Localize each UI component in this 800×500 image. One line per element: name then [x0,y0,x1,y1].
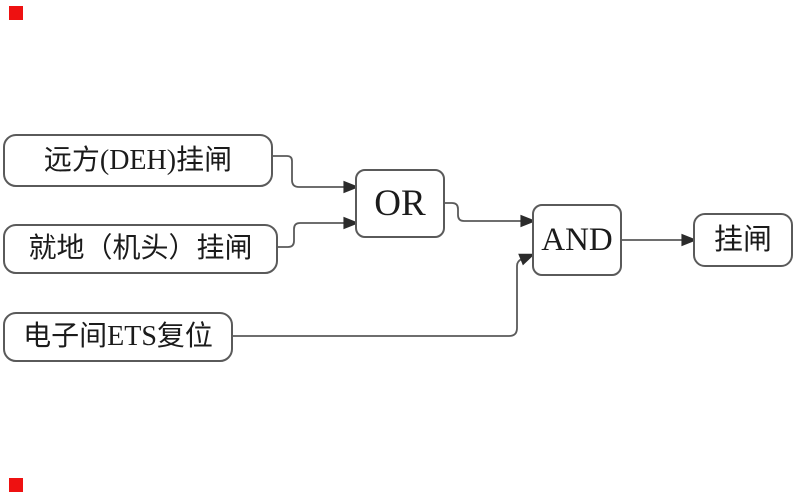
node-latch-output-label: 挂闸 [713,223,772,256]
node-remote-deh-latch-label: 远方(DEH)挂闸 [43,144,233,176]
red-square-marker-bottom [9,478,23,492]
node-and-gate-label: AND [541,221,613,258]
node-local-head-latch: 就地（机头）挂闸 [3,224,278,274]
node-and-gate: AND [532,204,622,276]
edge-or-to-and [445,202,537,228]
node-latch-output: 挂闸 [693,213,793,267]
red-square-marker-top [9,6,23,20]
node-remote-deh-latch: 远方(DEH)挂闸 [3,134,273,187]
node-or-gate-label: OR [374,183,426,224]
edge-local-to-or [278,216,360,248]
node-ets-reset-label: 电子间ETS复位 [23,321,213,352]
node-or-gate: OR [355,169,445,238]
node-local-head-latch-label: 就地（机头）挂闸 [28,233,253,264]
node-ets-reset: 电子间ETS复位 [3,312,233,362]
edge-remote-to-or [273,155,360,194]
edge-ets-to-and [233,253,536,337]
